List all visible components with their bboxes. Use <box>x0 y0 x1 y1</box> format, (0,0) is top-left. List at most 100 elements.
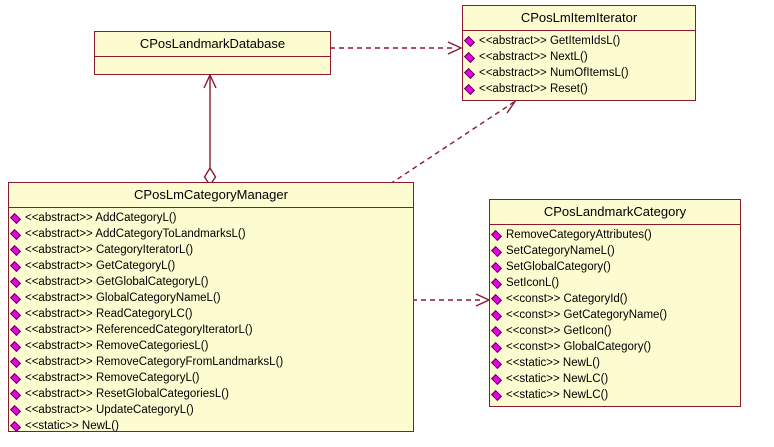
visibility-diamond-icon <box>491 358 502 369</box>
member-row[interactable]: <<abstract>> ReferencedCategoryIteratorL… <box>9 322 413 338</box>
visibility-diamond-icon <box>10 341 21 352</box>
member-label: SetCategoryNameL() <box>506 245 615 257</box>
connector-database-to-itemiterator <box>330 38 470 58</box>
member-row[interactable]: <<abstract>> ResetGlobalCategoriesL() <box>9 386 413 402</box>
visibility-diamond-icon <box>10 229 21 240</box>
member-label: <<abstract>> CategoryIteratorL() <box>25 244 194 256</box>
member-label: <<abstract>> RemoveCategoryL() <box>25 372 200 384</box>
class-title-cposlmcategorymanager: CPosLmCategoryManager <box>9 183 413 208</box>
member-row[interactable]: <<abstract>> AddCategoryL() <box>9 210 413 226</box>
member-row[interactable]: <<abstract>> NumOfItemsL() <box>463 65 695 81</box>
class-members-cposlandmarkdatabase <box>95 57 330 75</box>
class-box-cposlandmarkcategory[interactable]: CPosLandmarkCategory RemoveCategoryAttri… <box>489 199 741 407</box>
member-label: <<abstract>> NextL() <box>479 51 588 63</box>
visibility-diamond-icon <box>491 342 502 353</box>
member-label: SetGlobalCategory() <box>506 261 611 273</box>
member-label: <<abstract>> AddCategoryToLandmarksL() <box>25 228 246 240</box>
member-row[interactable]: <<abstract>> CategoryIteratorL() <box>9 242 413 258</box>
visibility-diamond-icon <box>10 421 21 432</box>
member-label: <<abstract>> RemoveCategoryFromLandmarks… <box>25 356 284 368</box>
visibility-diamond-icon <box>491 390 502 401</box>
visibility-diamond-icon <box>491 278 502 289</box>
visibility-diamond-icon <box>491 374 502 385</box>
class-title-cposlandmarkdatabase: CPosLandmarkDatabase <box>95 32 330 57</box>
class-members-cposlmcategorymanager: <<abstract>> AddCategoryL() <<abstract>>… <box>9 208 413 437</box>
class-title-cposlmitemiterator: CPosLmItemIterator <box>463 6 695 31</box>
member-row[interactable]: <<const>> GetCategoryName() <box>490 307 740 323</box>
member-label: <<abstract>> AddCategoryL() <box>25 212 177 224</box>
member-label: <<const>> GetIcon() <box>506 325 612 337</box>
visibility-diamond-icon <box>464 68 475 79</box>
visibility-diamond-icon <box>10 373 21 384</box>
member-row[interactable]: SetIconL() <box>490 275 740 291</box>
visibility-diamond-icon <box>491 326 502 337</box>
member-label: RemoveCategoryAttributes() <box>506 229 652 241</box>
member-label: <<abstract>> NumOfItemsL() <box>479 67 629 79</box>
member-row[interactable]: <<abstract>> GetItemIdsL() <box>463 33 695 49</box>
member-label: <<abstract>> RemoveCategoriesL() <box>25 340 209 352</box>
member-row[interactable]: <<abstract>> RemoveCategoryL() <box>9 370 413 386</box>
visibility-diamond-icon <box>491 262 502 273</box>
member-label: <<abstract>> ReadCategoryLC() <box>25 308 193 320</box>
member-label: <<abstract>> GetItemIdsL() <box>479 35 621 47</box>
member-row[interactable]: <<static>> NewL() <box>490 355 740 371</box>
member-row[interactable]: <<abstract>> Reset() <box>463 81 695 97</box>
visibility-diamond-icon <box>10 213 21 224</box>
member-row[interactable]: <<static>> NewLC() <box>490 371 740 387</box>
class-box-cposlmcategorymanager[interactable]: CPosLmCategoryManager <<abstract>> AddCa… <box>8 182 414 432</box>
member-label: <<static>> NewLC() <box>506 389 609 401</box>
member-label: <<static>> NewL() <box>25 420 119 432</box>
visibility-diamond-icon <box>464 84 475 95</box>
member-row[interactable]: <<const>> GetIcon() <box>490 323 740 339</box>
member-label: <<abstract>> UpdateCategoryL() <box>25 404 194 416</box>
class-members-cposlandmarkcategory: RemoveCategoryAttributes() SetCategoryNa… <box>490 225 740 406</box>
member-row[interactable]: <<abstract>> NextL() <box>463 49 695 65</box>
member-row[interactable]: SetGlobalCategory() <box>490 259 740 275</box>
member-label: <<static>> NewL() <box>506 357 600 369</box>
visibility-diamond-icon <box>491 230 502 241</box>
member-row[interactable]: SetCategoryNameL() <box>490 243 740 259</box>
class-box-cposlmitemiterator[interactable]: CPosLmItemIterator <<abstract>> GetItemI… <box>462 5 696 101</box>
member-row[interactable]: <<abstract>> GetCategoryL() <box>9 258 413 274</box>
member-label: <<const>> CategoryId() <box>506 293 628 305</box>
member-label: <<abstract>> ReferencedCategoryIteratorL… <box>25 324 253 336</box>
visibility-diamond-icon <box>10 389 21 400</box>
member-row[interactable]: <<const>> CategoryId() <box>490 291 740 307</box>
member-label: <<abstract>> GetCategoryL() <box>25 260 176 272</box>
visibility-diamond-icon <box>10 261 21 272</box>
member-row[interactable]: RemoveCategoryAttributes() <box>490 227 740 243</box>
visibility-diamond-icon <box>464 36 475 47</box>
visibility-diamond-icon <box>10 325 21 336</box>
connector-categorymanager-to-itemiterator <box>386 96 526 188</box>
visibility-diamond-icon <box>10 405 21 416</box>
visibility-diamond-icon <box>491 294 502 305</box>
class-box-cposlandmarkdatabase[interactable]: CPosLandmarkDatabase <box>94 31 331 75</box>
visibility-diamond-icon <box>491 310 502 321</box>
member-row[interactable]: <<abstract>> UpdateCategoryL() <box>9 402 413 418</box>
member-label: SetIconL() <box>506 277 560 289</box>
class-title-cposlandmarkcategory: CPosLandmarkCategory <box>490 200 740 225</box>
visibility-diamond-icon <box>10 357 21 368</box>
member-row[interactable]: <<abstract>> ReadCategoryLC() <box>9 306 413 322</box>
member-label: <<abstract>> GlobalCategoryNameL() <box>25 292 221 304</box>
class-members-cposlmitemiterator: <<abstract>> GetItemIdsL() <<abstract>> … <box>463 31 695 100</box>
member-label: <<abstract>> Reset() <box>479 83 588 95</box>
member-row[interactable]: <<static>> NewLC() <box>490 387 740 403</box>
member-label: <<abstract>> ResetGlobalCategoriesL() <box>25 388 229 400</box>
member-row[interactable]: <<abstract>> RemoveCategoryFromLandmarks… <box>9 354 413 370</box>
member-label: <<static>> NewLC() <box>506 373 609 385</box>
connector-categorymanager-to-database <box>198 72 222 187</box>
member-row[interactable]: <<abstract>> GetGlobalCategoryL() <box>9 274 413 290</box>
member-row[interactable]: <<abstract>> GlobalCategoryNameL() <box>9 290 413 306</box>
member-label: <<const>> GetCategoryName() <box>506 309 668 321</box>
member-label: <<abstract>> GetGlobalCategoryL() <box>25 276 209 288</box>
member-row[interactable]: <<abstract>> AddCategoryToLandmarksL() <box>9 226 413 242</box>
visibility-diamond-icon <box>491 246 502 257</box>
visibility-diamond-icon <box>10 293 21 304</box>
visibility-diamond-icon <box>10 245 21 256</box>
member-row[interactable]: <<const>> GlobalCategory() <box>490 339 740 355</box>
member-row[interactable]: <<static>> NewL() <box>9 418 413 434</box>
visibility-diamond-icon <box>10 277 21 288</box>
member-row[interactable]: <<abstract>> RemoveCategoriesL() <box>9 338 413 354</box>
